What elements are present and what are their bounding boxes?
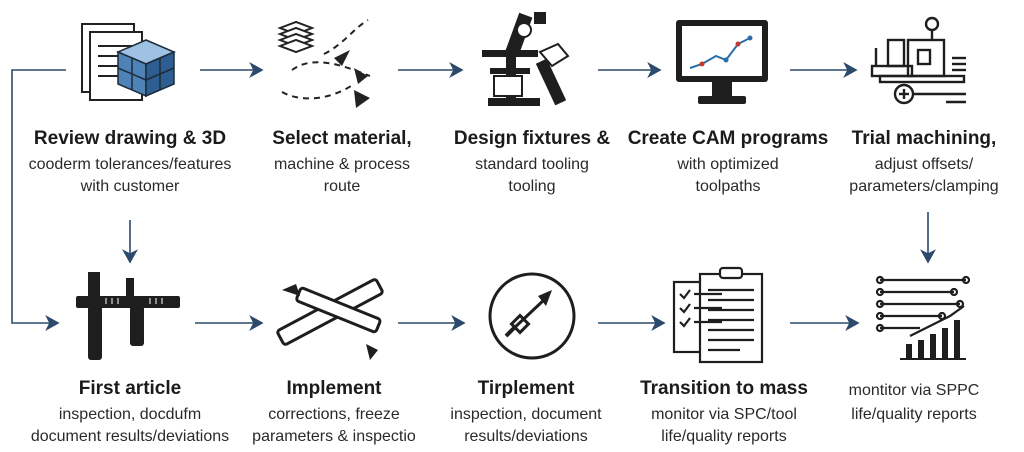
step-9-desc-line-2: life/quality reports [661, 428, 787, 445]
caliper-icon [76, 272, 180, 360]
step-4-title: Create CAM programs [627, 128, 829, 149]
gauge-icon [488, 272, 576, 360]
step-2-desc-line-1: machine & process [273, 156, 411, 173]
step-2-desc-line-2: route [323, 178, 361, 195]
arrow-loop [11, 69, 66, 331]
step-9-title: Transition to mass [640, 378, 808, 399]
machine-icon [870, 16, 966, 105]
step-6-desc-line-1: inspection, docdufm [58, 406, 202, 423]
step-10-desc-line-1: montitor via SPPC [848, 382, 980, 399]
step-8-desc-line-1: inspection, document [450, 406, 602, 423]
drawing-3d-cube-icon [81, 23, 176, 101]
step-6-title: First article [78, 378, 182, 399]
step-4-desc-line-2: toolpaths [695, 178, 761, 195]
step-8-desc-line-2: results/deviations [464, 428, 588, 445]
step-10-desc-line-2: life/quality reports [851, 406, 977, 423]
step-2-title: Select material, [272, 128, 412, 149]
step-3-desc-line-1: standard tooling [475, 156, 589, 173]
step-9-desc-line-1: monitor via SPC/tool [651, 406, 797, 423]
step-5-title: Trial machining, [851, 128, 997, 149]
cam-monitor-icon [676, 20, 768, 104]
step-7-title: Implement [286, 378, 382, 399]
step-5-desc-line-1: adjust offsets/ [874, 156, 974, 173]
step-1-desc-line-2: with customer [80, 178, 180, 195]
step-7-desc-line-1: corrections, freeze [268, 406, 400, 423]
step-3-desc-line-2: tooling [508, 178, 556, 195]
step-3-title: Design fixtures & [453, 128, 611, 149]
corrections-tools-icon [276, 278, 384, 360]
step-6-desc-line-2: document results/deviations [30, 428, 230, 445]
step-8-title: Tirplement [477, 378, 575, 399]
step-1-desc-line-1: cooderm tolerances/features [28, 156, 232, 173]
step-4-desc-line-1: with optimized [677, 156, 779, 173]
clipboard-checklist-icon [672, 266, 764, 364]
step-7-desc-line-2: parameters & inspectio [252, 428, 416, 445]
step-5-desc-line-2: parameters/clamping [849, 178, 999, 195]
step-1-title: Review drawing & 3D [33, 128, 227, 149]
fixture-tooling-icon [482, 12, 570, 106]
spc-chart-icon [875, 275, 971, 360]
material-route-icon [277, 19, 371, 108]
